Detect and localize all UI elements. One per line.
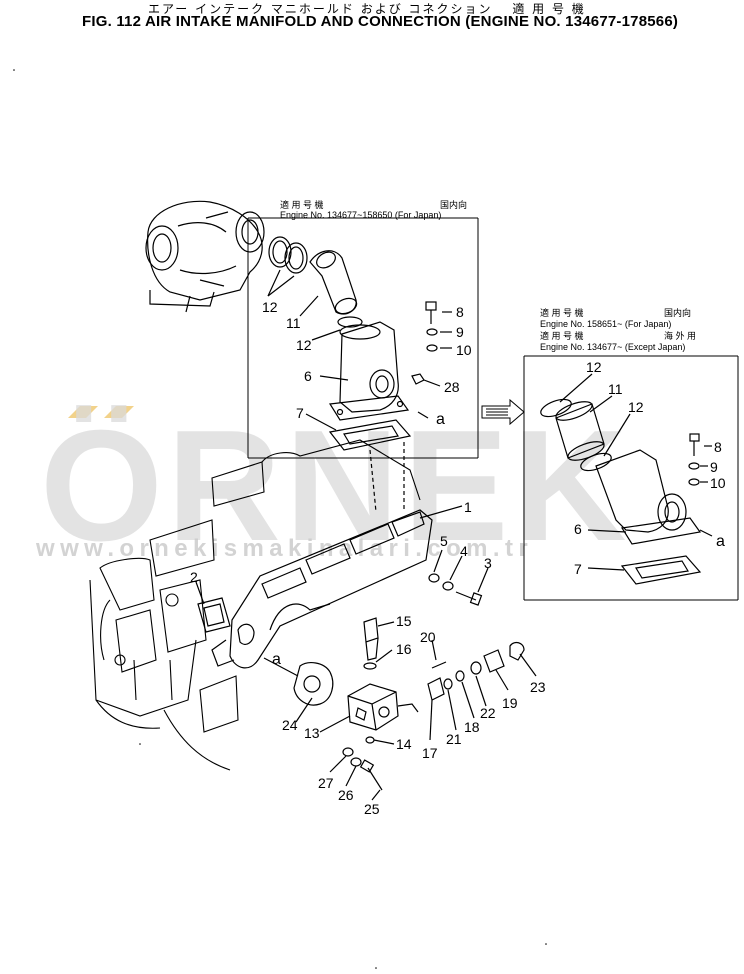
label-a: a bbox=[272, 651, 281, 668]
label-1: 1 bbox=[464, 499, 472, 515]
elbow-6 bbox=[339, 321, 399, 413]
engine-block bbox=[89, 439, 421, 771]
intake-manifold-1 bbox=[195, 505, 489, 669]
label-16: 16 bbox=[396, 641, 412, 657]
connection-block-13 bbox=[263, 617, 537, 801]
inset-arrow-icon bbox=[481, 398, 525, 426]
main-labels: 1 2 3 4 5 13 14 15 16 17 18 19 20 21 22 … bbox=[190, 499, 546, 817]
bolt-25 bbox=[367, 767, 383, 791]
label-23: 23 bbox=[530, 679, 546, 695]
label-17: 17 bbox=[422, 745, 438, 761]
fitting-17 bbox=[427, 677, 445, 701]
label-a: a bbox=[716, 533, 725, 550]
label-a: a bbox=[436, 411, 445, 428]
inset-right-region-2: 海 外 用 bbox=[664, 330, 696, 341]
label-20: 20 bbox=[420, 629, 436, 645]
label-4: 4 bbox=[460, 543, 468, 559]
washer-22 bbox=[470, 661, 482, 675]
turbocharger bbox=[145, 200, 265, 313]
fitting-15 bbox=[363, 617, 379, 643]
washer-27 bbox=[342, 747, 354, 757]
gasket-24 bbox=[293, 662, 334, 706]
label-9: 9 bbox=[710, 459, 718, 475]
label-6: 6 bbox=[304, 368, 312, 384]
scan-dots bbox=[13, 69, 547, 969]
inset-top-parts bbox=[267, 236, 452, 513]
label-2: 2 bbox=[190, 569, 198, 585]
label-21: 21 bbox=[446, 731, 462, 747]
watermark-brand: ÖRNEK bbox=[40, 398, 631, 574]
inset-right: 適 用 号 機 国内向 Engine No. 158651~ (For Japa… bbox=[523, 307, 739, 601]
inset-japan-early: 適 用 号 機 国内向 Engine No. 134677~158650 (Fo… bbox=[247, 199, 479, 459]
inset-right-applies-2: 適 用 号 機 bbox=[540, 330, 584, 341]
label-9: 9 bbox=[456, 324, 464, 340]
japanese-title: エアー インテーク マニホールド および コネクション 適 用 号 機 bbox=[148, 2, 586, 16]
label-18: 18 bbox=[464, 719, 480, 735]
label-19: 19 bbox=[502, 695, 518, 711]
gasket-2 bbox=[197, 597, 231, 633]
plug-28 bbox=[411, 373, 425, 385]
washer-5 bbox=[428, 573, 440, 583]
label-12: 12 bbox=[262, 299, 278, 315]
o-ring-12b bbox=[284, 242, 308, 274]
label-13: 13 bbox=[304, 725, 320, 741]
inset-top-applies: 適 用 号 機 bbox=[280, 199, 324, 210]
inset-right-region-1: 国内向 bbox=[664, 307, 691, 318]
washer-10 bbox=[426, 344, 438, 352]
label-10: 10 bbox=[456, 342, 472, 358]
elbow-23 bbox=[509, 641, 525, 661]
label-7: 7 bbox=[574, 561, 582, 577]
inset-right-parts bbox=[540, 373, 713, 585]
ring-21 bbox=[443, 678, 453, 690]
label-25: 25 bbox=[364, 801, 380, 817]
washer-4 bbox=[442, 581, 454, 591]
inset-right-applies-1: 適 用 号 機 bbox=[540, 307, 584, 318]
fitting-19 bbox=[483, 649, 505, 673]
fitting-20 bbox=[431, 661, 447, 669]
inset-top-engine: Engine No. 134677~158650 (For Japan) bbox=[280, 210, 441, 220]
inset-right-engine-1: Engine No. 158651~ (For Japan) bbox=[540, 319, 671, 329]
washer-26 bbox=[350, 757, 362, 767]
bolt-3 bbox=[455, 591, 477, 601]
inset-top-region: 国内向 bbox=[440, 199, 467, 210]
label-24: 24 bbox=[282, 717, 298, 733]
label-10: 10 bbox=[710, 475, 726, 491]
watermark-url: www.ornekismakinalari.com.tr bbox=[35, 535, 533, 562]
elbow-6-right bbox=[595, 449, 669, 533]
label-5: 5 bbox=[440, 533, 448, 549]
gasket-7 bbox=[328, 419, 412, 451]
label-28: 28 bbox=[444, 379, 460, 395]
label-8: 8 bbox=[456, 304, 464, 320]
plug-14 bbox=[365, 736, 375, 744]
label-12: 12 bbox=[628, 399, 644, 415]
gasket-7-right bbox=[620, 555, 702, 585]
inset-right-labels: 12 11 12 8 9 10 6 a 7 bbox=[574, 359, 726, 577]
label-27: 27 bbox=[318, 775, 334, 791]
label-14: 14 bbox=[396, 736, 412, 752]
label-7: 7 bbox=[296, 405, 304, 421]
label-11: 11 bbox=[286, 315, 301, 331]
label-15: 15 bbox=[396, 613, 412, 629]
label-3: 3 bbox=[484, 555, 492, 571]
washer-18 bbox=[455, 670, 465, 682]
inset-top-labels: 12 11 12 8 9 10 6 28 7 a bbox=[262, 299, 472, 428]
washer-9 bbox=[426, 328, 438, 336]
label-11: 11 bbox=[608, 381, 623, 397]
label-26: 26 bbox=[338, 787, 354, 803]
label-12: 12 bbox=[586, 359, 602, 375]
washer-16 bbox=[363, 662, 377, 670]
label-22: 22 bbox=[480, 705, 496, 721]
o-ring-12a bbox=[268, 236, 292, 268]
inset-right-engine-2: Engine No. 134677~ (Except Japan) bbox=[540, 342, 685, 352]
watermark: ÖRNEK www.ornekismakinalari.com.tr bbox=[35, 398, 631, 574]
label-6: 6 bbox=[574, 521, 582, 537]
label-12: 12 bbox=[296, 337, 312, 353]
label-8: 8 bbox=[714, 439, 722, 455]
bolt-8 bbox=[425, 301, 437, 311]
figure-title: FIG. 112 AIR INTAKE MANIFOLD AND CONNECT… bbox=[82, 13, 679, 30]
